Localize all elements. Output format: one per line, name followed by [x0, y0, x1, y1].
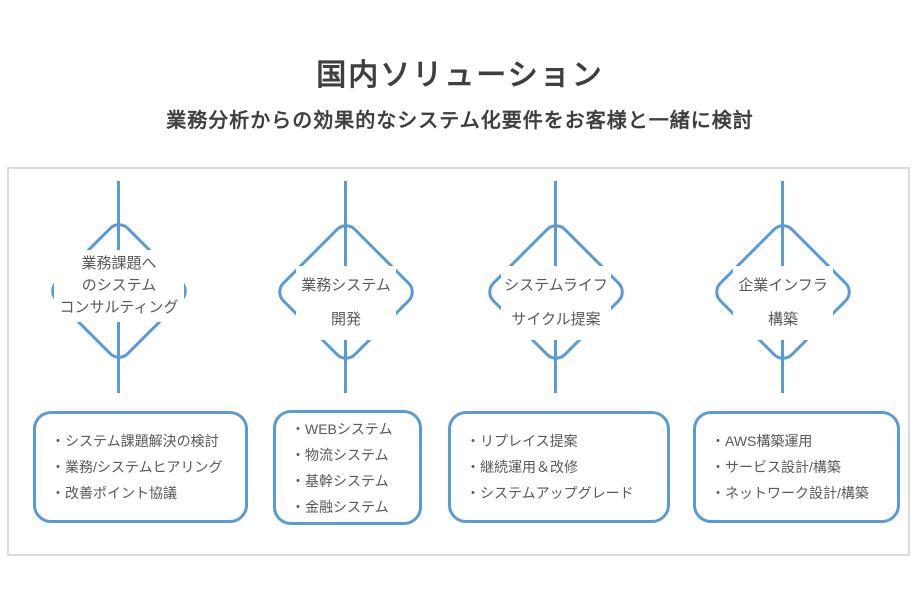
- diamond-label-line: 業務システム: [301, 277, 391, 294]
- bullet-item: ・ネットワーク設計/構築: [711, 485, 869, 501]
- page-title: 国内ソリューション: [316, 59, 604, 92]
- diamond-label-line: 開発: [330, 311, 361, 328]
- diamond-label-line: システムライフ: [504, 277, 608, 294]
- bullet-item: ・システム課題解決の検討: [51, 433, 219, 449]
- diamond-label-line: 構築: [767, 311, 798, 328]
- diamond-label-line: 業務課題へ: [81, 255, 157, 272]
- diamond-label-line: 企業インフラ: [738, 277, 828, 294]
- diamond-label-2: 業務システム 開発: [296, 266, 396, 340]
- bullet-item: ・改善ポイント協議: [51, 485, 177, 501]
- bullet-item: ・システムアップグレード: [466, 485, 634, 501]
- diamond-label-line: サイクル提案: [511, 311, 601, 328]
- detail-box-2: ・WEBシステム ・物流システム ・基幹システム ・金融システム: [273, 410, 422, 525]
- diamond-label-3: システムライフ サイクル提案: [501, 266, 611, 340]
- page-subtitle: 業務分析からの効果的なシステム化要件をお客様と一緒に検討: [166, 110, 754, 132]
- bullet-item: ・物流システム: [291, 446, 389, 463]
- bullet-item: ・継続運用＆改修: [466, 459, 578, 475]
- bullet-item: ・金融システム: [291, 498, 389, 515]
- detail-box-1: ・システム課題解決の検討 ・業務/システムヒアリング ・改善ポイント協議: [33, 411, 248, 523]
- diamond-label-4: 企業インフラ 構築: [733, 266, 833, 340]
- bullet-item: ・AWS構築運用: [711, 433, 813, 449]
- diamond-label-line: のシステム: [81, 277, 157, 294]
- bullet-item: ・業務/システムヒアリング: [51, 459, 223, 475]
- detail-box-4: ・AWS構築運用 ・サービス設計/構築 ・ネットワーク設計/構築: [693, 411, 900, 523]
- bullet-item: ・リプレイス提案: [466, 433, 578, 449]
- detail-box-3: ・リプレイス提案 ・継続運用＆改修 ・システムアップグレード: [448, 411, 670, 523]
- bullet-item: ・サービス設計/構築: [711, 459, 841, 475]
- diamond-label-1: 業務課題へ のシステム コンサルティング: [54, 250, 184, 322]
- bullet-item: ・WEBシステム: [291, 420, 393, 437]
- bullet-item: ・基幹システム: [291, 472, 389, 489]
- diamond-label-line: コンサルティング: [59, 299, 179, 316]
